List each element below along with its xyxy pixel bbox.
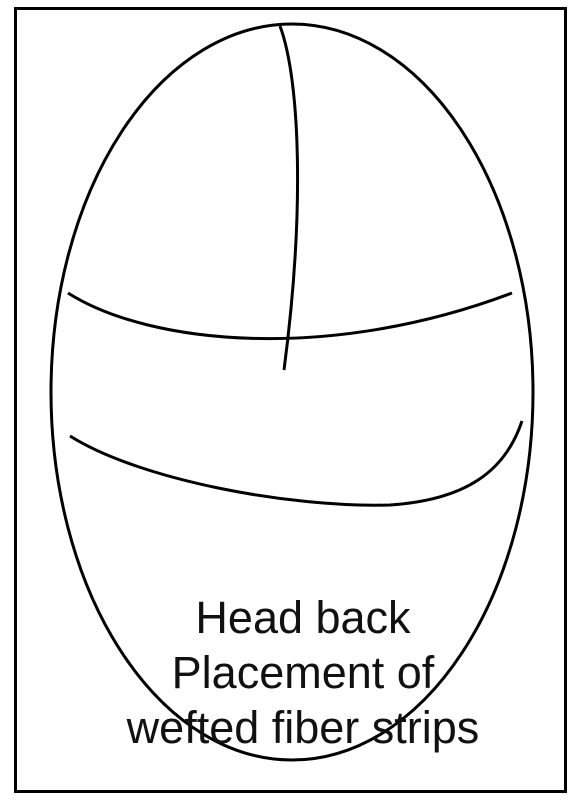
lower-weft-line	[70, 421, 522, 505]
caption-line-1: Head back	[93, 590, 513, 645]
vertical-part-line	[280, 26, 298, 370]
caption-line-3: wefted fiber strips	[93, 700, 513, 755]
diagram-caption: Head back Placement of wefted fiber stri…	[93, 590, 513, 755]
caption-line-2: Placement of	[93, 645, 513, 700]
